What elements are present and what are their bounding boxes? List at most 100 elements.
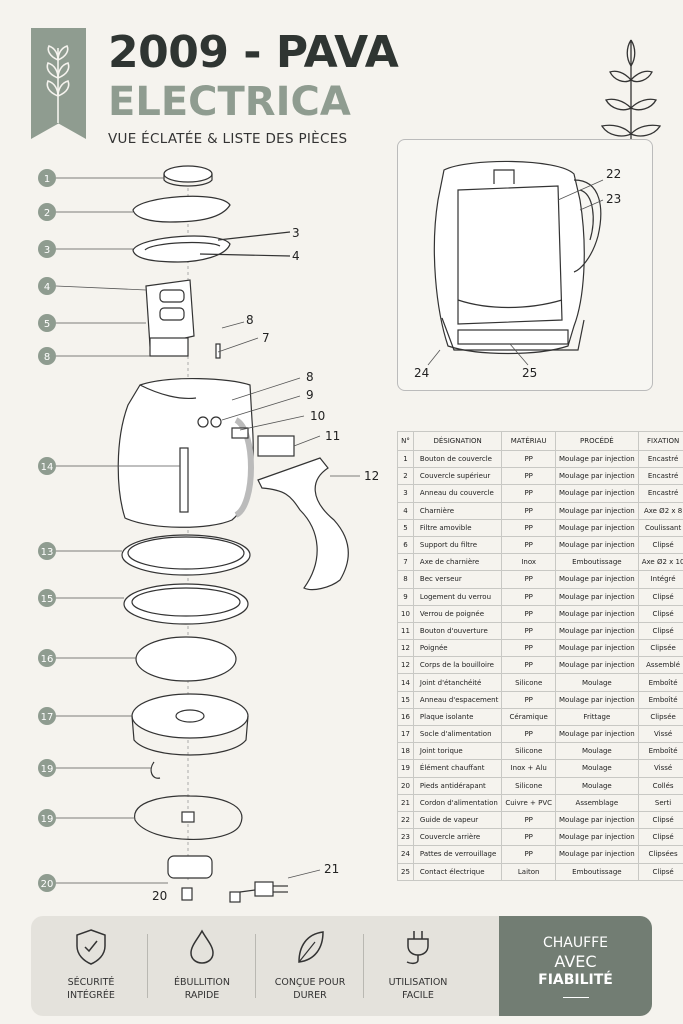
cell-designation: Pattes de verrouillage (413, 845, 503, 864)
callout-number: 3 (44, 245, 50, 256)
cell-designation: Contact électrique (413, 863, 503, 881)
cell-process: Moulage par injection (555, 502, 639, 520)
cell-material: PP (501, 536, 557, 555)
cell-material: PP (501, 656, 557, 675)
cell-number: 17 (397, 725, 414, 744)
cell-fixation: Vissé (638, 759, 683, 778)
cell-material: PP (501, 467, 557, 486)
tagline-underline (562, 997, 589, 998)
plug-icon (406, 931, 429, 965)
cell-number: 7 (397, 553, 414, 572)
cutaway-drawing: 22 23 24 25 (414, 160, 621, 380)
cell-number: 5 (397, 519, 414, 537)
cell-material: Silicone (501, 742, 557, 761)
cell-designation: Socle d'alimentation (413, 725, 503, 744)
callout-badge (38, 203, 56, 221)
cell-number: 15 (397, 691, 414, 709)
column-header-process: PROCÉDÉ (555, 431, 639, 451)
cell-material: PP (501, 502, 557, 520)
cell-process: Frittage (555, 708, 639, 727)
cell-designation: Poignée (413, 639, 503, 658)
cell-material: PP (501, 622, 557, 641)
cell-fixation: Clipsée (638, 639, 683, 658)
callout-label: 3 (292, 226, 300, 240)
cell-number: 12 (397, 639, 414, 658)
cell-fixation: Axe Ø2 x 8 (638, 502, 683, 520)
cell-process: Moulage par injection (555, 691, 639, 709)
callout-badge (38, 277, 56, 295)
cell-designation: Joint torique (413, 742, 503, 761)
cell-designation: Couvercle arrière (413, 828, 503, 847)
cell-designation: Plaque isolante (413, 708, 503, 727)
callout-number: 15 (41, 594, 54, 605)
cell-fixation: Clipsées (638, 845, 683, 864)
parts-list-table: N° DÉSIGNATION MATÉRIAU PROCÉDÉ FIXATION… (397, 431, 683, 881)
tagline-panel: CHAUFFE AVEC FIABILITÉ (499, 916, 652, 1016)
cell-designation: Bec verseur (413, 570, 503, 589)
callout-number: 17 (41, 712, 54, 723)
cutaway-detail-panel: 22 23 24 25 (397, 139, 653, 391)
cell-process: Moulage par injection (555, 811, 639, 830)
callout-badge (38, 809, 56, 827)
cell-designation: Anneau d'espacement (413, 691, 503, 709)
callout-label: 20 (152, 889, 167, 903)
cell-number: 3 (397, 484, 414, 503)
column-header-designation: DÉSIGNATION (413, 431, 503, 451)
cell-fixation: Clipsé (638, 605, 683, 623)
cell-process: Moulage par injection (555, 725, 639, 744)
cell-designation: Verrou de poignée (413, 605, 503, 623)
tagline-line2b: FIABILITÉ (538, 972, 613, 988)
tagline-line2a: AVEC (554, 952, 597, 971)
detail-callout-label: 23 (606, 192, 621, 206)
callout-badge (38, 314, 56, 332)
cell-number: 16 (397, 708, 414, 727)
detail-callout-label: 25 (522, 366, 537, 380)
cell-number: 22 (397, 811, 414, 830)
page-subtitle: VUE ÉCLATÉE & LISTE DES PIÈCES (108, 131, 348, 147)
cell-process: Moulage par injection (555, 605, 639, 623)
column-header-fixation: FIXATION (638, 431, 683, 451)
cell-designation: Cordon d'alimentation (413, 794, 503, 812)
cell-material: PP (501, 828, 557, 847)
cell-fixation: Axe Ø2 x 10 (638, 553, 683, 572)
callout-label: 9 (306, 388, 314, 402)
cell-number: 2 (397, 467, 414, 486)
callout-badge (38, 240, 56, 258)
callout-number: 19 (41, 764, 54, 775)
cell-designation: Anneau du couvercle (413, 484, 503, 503)
exploded-view-diagram: 1 2 3 4 5 8 14 13 15 16 17 19 19 20 3 4 … (38, 165, 379, 903)
cell-process: Moulage (555, 777, 639, 795)
plant-decoration-icon (600, 39, 662, 140)
cell-process: Moulage par injection (555, 570, 639, 589)
cell-number: 19 (397, 759, 414, 778)
divider (147, 934, 148, 998)
cell-material: PP (501, 588, 557, 606)
cell-number: 24 (397, 845, 414, 864)
cell-material: PP (501, 605, 557, 623)
cell-material: PP (501, 519, 557, 537)
cell-process: Moulage par injection (555, 828, 639, 847)
cell-material: PP (501, 725, 557, 744)
cell-number: 9 (397, 588, 414, 606)
callout-label: 10 (310, 409, 325, 423)
cell-process: Emboutissage (555, 863, 639, 881)
shield-check-icon (76, 929, 106, 965)
callout-badge (38, 759, 56, 777)
